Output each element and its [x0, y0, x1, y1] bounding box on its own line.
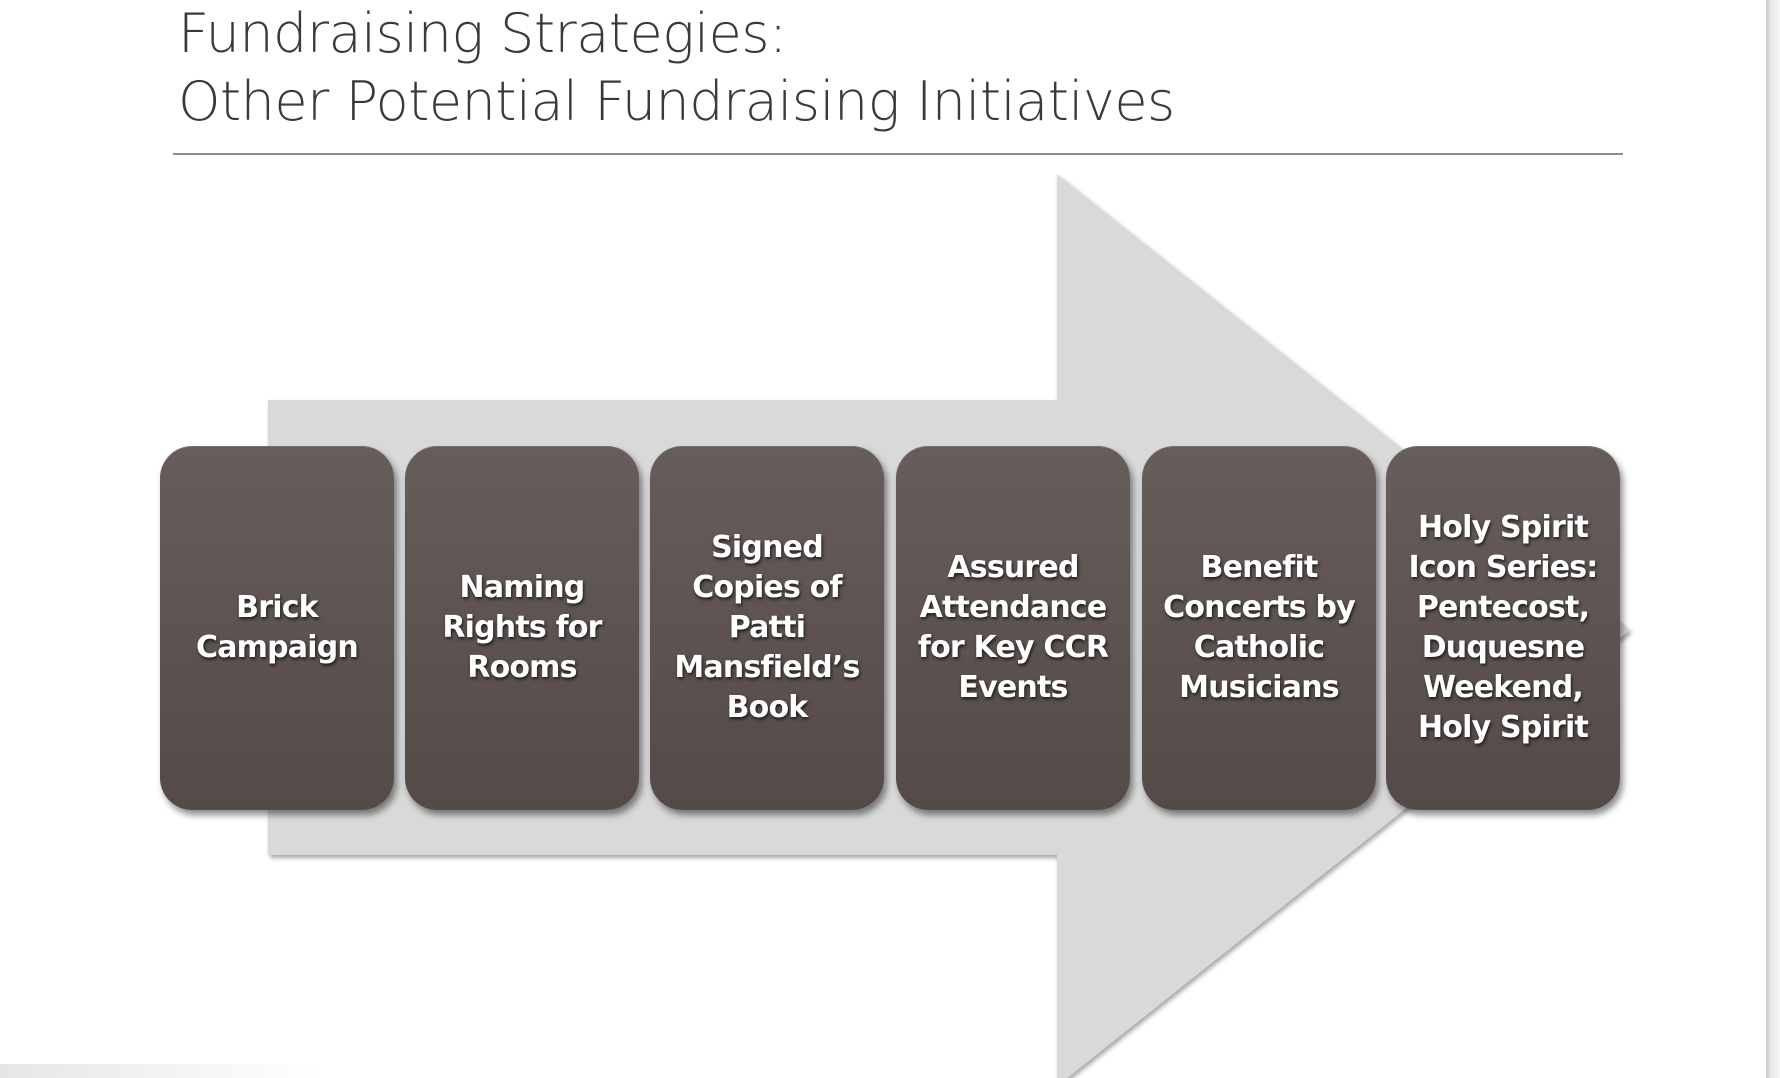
step-benefit-concerts: Benefit Concerts by Catholic Musicians — [1142, 446, 1376, 810]
step-label: Holy Spirit Icon Series: Pentecost, Duqu… — [1408, 510, 1599, 745]
slide-title: Fundraising Strategies: Other Potential … — [178, 0, 1175, 136]
step-label: Brick Campaign — [196, 590, 359, 665]
step-brick-campaign: Brick Campaign — [160, 446, 394, 810]
title-divider — [173, 153, 1623, 155]
bottom-edge-shadow — [0, 1064, 320, 1078]
step-label: Signed Copies of Patti Mansfield’s Book — [674, 530, 860, 725]
window-right-edge — [1766, 0, 1780, 1078]
step-signed-copies: Signed Copies of Patti Mansfield’s Book — [650, 446, 884, 810]
slide-title-line-2: Other Potential Fundraising Initiatives — [178, 70, 1175, 133]
step-label: Naming Rights for Rooms — [442, 570, 602, 685]
slide-title-line-1: Fundraising Strategies: — [178, 2, 787, 65]
step-holy-spirit-icon-series: Holy Spirit Icon Series: Pentecost, Duqu… — [1386, 446, 1620, 810]
step-label: Benefit Concerts by Catholic Musicians — [1163, 550, 1356, 705]
step-naming-rights: Naming Rights for Rooms — [405, 446, 639, 810]
step-label: Assured Attendance for Key CCR Events — [917, 550, 1109, 705]
step-assured-attendance: Assured Attendance for Key CCR Events — [896, 446, 1130, 810]
